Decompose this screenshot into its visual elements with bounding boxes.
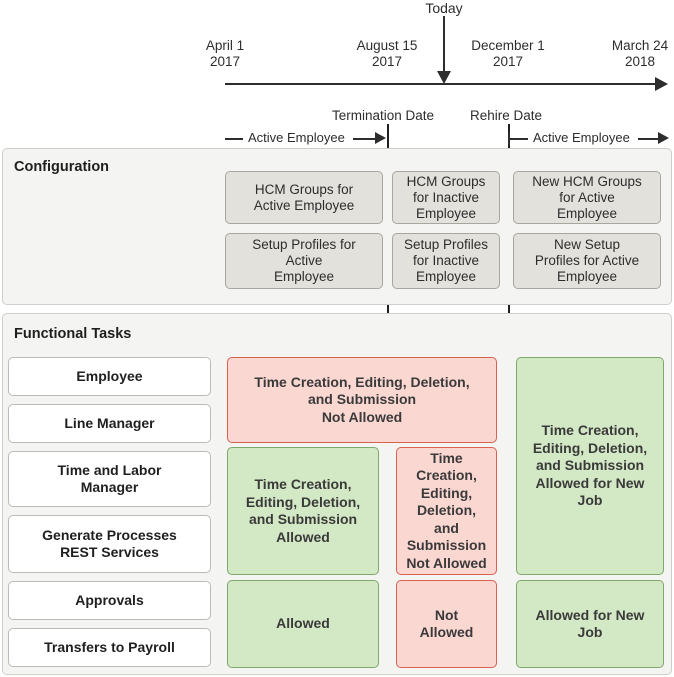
task-role-line-manager[interactable]: Line Manager: [8, 404, 211, 443]
termination-date-label: Termination Date: [332, 108, 435, 123]
span-start-cap: [508, 132, 510, 145]
config-box-hcm-groups-inactive[interactable]: HCM Groups for Inactive Employee: [392, 171, 500, 224]
span-arrow-head-icon: [658, 132, 669, 144]
status-cell-approvals-not-allowed[interactable]: Not Allowed: [396, 580, 497, 668]
today-arrow-head-icon: [437, 71, 451, 84]
timeline-tick-2: December 1 2017: [458, 38, 558, 70]
task-role-approvals[interactable]: Approvals: [8, 581, 211, 620]
span-arrow-head-icon: [375, 132, 386, 144]
status-cell-managers-inactive-period[interactable]: Time Creation, Editing, Deletion, and Su…: [396, 447, 497, 575]
rehire-date-label: Rehire Date: [470, 108, 543, 123]
span-line-right: [353, 138, 377, 140]
config-box-new-setup-profiles-active[interactable]: New Setup Profiles for Active Employee: [513, 233, 661, 289]
span-line-right: [638, 138, 661, 140]
task-role-employee[interactable]: Employee: [8, 357, 211, 396]
timeline-tick-3: March 24 2018: [590, 38, 674, 70]
tick-month: April 1: [205, 38, 245, 53]
config-box-hcm-groups-active[interactable]: HCM Groups for Active Employee: [225, 171, 383, 224]
functional-tasks-panel-title: Functional Tasks: [14, 326, 132, 342]
config-box-setup-profiles-inactive[interactable]: Setup Profiles for Inactive Employee: [392, 233, 500, 289]
config-box-setup-profiles-active[interactable]: Setup Profiles for Active Employee: [225, 233, 383, 289]
status-cell-rehire-period-upper[interactable]: Time Creation, Editing, Deletion, and Su…: [516, 357, 664, 575]
tick-year: 2017: [492, 54, 524, 69]
span-line-left: [225, 138, 243, 140]
span-label: Active Employee: [533, 130, 630, 145]
task-role-time-and-labor-manager[interactable]: Time and Labor Manager: [8, 451, 211, 507]
status-cell-employee-linemanager-before-termination[interactable]: Time Creation, Editing, Deletion, and Su…: [227, 357, 497, 443]
timeline-axis-arrow-icon: [655, 77, 668, 91]
tick-year: 2017: [371, 54, 403, 69]
task-role-generate-processes-rest-services[interactable]: Generate Processes REST Services: [8, 515, 211, 573]
status-cell-approvals-allowed-new-job[interactable]: Allowed for New Job: [516, 580, 664, 668]
tick-month: March 24: [611, 38, 669, 53]
configuration-panel-title: Configuration: [14, 159, 110, 175]
timeline-axis: [225, 83, 657, 85]
span-line-left: [510, 138, 528, 140]
status-cell-approvals-allowed[interactable]: Allowed: [227, 580, 379, 668]
today-label: Today: [425, 0, 463, 16]
span-label: Active Employee: [248, 130, 345, 145]
today-arrow-shaft: [443, 16, 445, 82]
tick-month: December 1: [471, 38, 545, 53]
timeline-tick-1: August 15 2017: [337, 38, 437, 70]
tick-year: 2018: [624, 54, 656, 69]
active-employee-span-2: Active Employee: [508, 130, 669, 147]
status-cell-managers-before-termination[interactable]: Time Creation, Editing, Deletion, and Su…: [227, 447, 379, 575]
tick-month: August 15: [356, 38, 418, 53]
tick-year: 2017: [209, 54, 241, 69]
task-role-transfers-to-payroll[interactable]: Transfers to Payroll: [8, 628, 211, 667]
active-employee-span-1: Active Employee: [225, 130, 387, 147]
config-box-new-hcm-groups-active[interactable]: New HCM Groups for Active Employee: [513, 171, 661, 224]
timeline-tick-0: April 1 2017: [175, 38, 275, 70]
